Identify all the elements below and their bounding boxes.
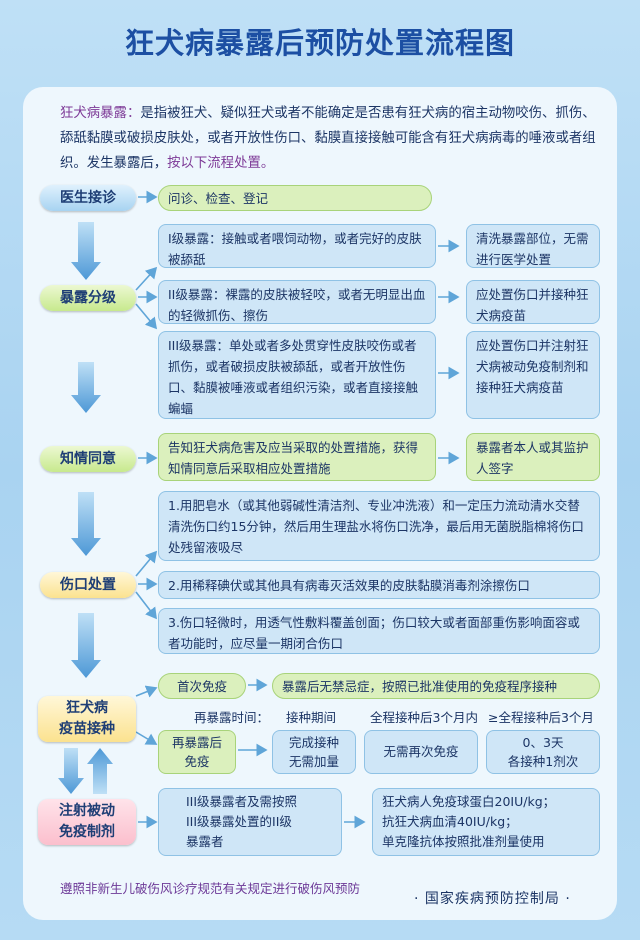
connector-arrow: [135, 685, 158, 698]
up-arrow-icon: [87, 748, 113, 794]
stage-vaccine-line1: 狂犬病: [66, 700, 108, 716]
stage-doctor: 医生接诊: [40, 185, 136, 211]
issuer-org: · 国家疾病预防控制局 ·: [414, 891, 571, 907]
re-dose-cell-3-line1: 0、3天: [522, 735, 564, 750]
grade-2-desc: II级暴露：裸露的皮肤被轻咬，或者无明显出血的轻微抓伤、擦伤: [158, 280, 436, 324]
wound-step-1: 1.用肥皂水（或其他弱碱性清洁剂、专业冲洗液）和一定压力流动清水交替清洗伤口约1…: [158, 491, 600, 561]
connector-arrow: [135, 591, 157, 620]
stage-passive-line1: 注射被动: [59, 803, 115, 819]
stage-vaccine: 狂犬病 疫苗接种: [38, 696, 136, 742]
down-arrow-icon: [71, 362, 101, 413]
interval-header-1: 接种期间: [286, 710, 337, 725]
stage-grading: 暴露分级: [40, 285, 136, 311]
connector-arrow: [135, 303, 158, 330]
grade-1-action: 清洗暴露部位，无需进行医学处置: [466, 224, 600, 268]
grade-1-desc: I级暴露：接触或者喂饲动物，或者完好的皮肤被舔舐: [158, 224, 436, 268]
passive-who: III级暴露者及需按照 III级暴露处置的II级 暴露者: [158, 788, 342, 856]
grade-3-action: 应处置伤口并注射狂犬病被动免疫制剂和接种狂犬病疫苗: [466, 331, 600, 419]
passive-who-line3: 暴露者: [186, 834, 224, 849]
stage-wound: 伤口处置: [40, 572, 136, 598]
re-dose-cell-3: 0、3天 各接种1剂次: [486, 730, 600, 774]
down-arrow-icon: [58, 748, 84, 794]
stage-passive: 注射被动 免疫制剂: [38, 799, 136, 845]
first-dose-box: 首次免疫: [158, 673, 246, 699]
intro-body: 是指被狂犬、疑似狂犬或者不能确定是否患有狂犬病的宿主动物咬伤、抓伤、舔舐黏膜或破…: [60, 106, 596, 171]
down-arrow-icon: [71, 613, 101, 678]
passive-who-line1: III级暴露者及需按照: [186, 794, 298, 809]
wound-step-3: 3.伤口轻微时，用透气性敷料覆盖创面；伤口较大或者面部重伤影响面容或者功能时，应…: [158, 608, 600, 654]
interval-header-3: ≥全程接种后3个月: [488, 710, 594, 725]
re-dose-box: 再暴露后 免疫: [158, 730, 236, 774]
consent-sign: 暴露者本人或其监护人签字: [466, 433, 600, 481]
re-exposure-label: 再暴露时间：: [194, 710, 270, 725]
connector-arrow: [135, 731, 158, 745]
interval-header-2: 全程接种后3个月内: [370, 710, 478, 725]
connector-arrow: [135, 550, 158, 577]
re-dose-cell-3-line2: 各接种1剂次: [507, 754, 579, 769]
passive-dose-line1: 狂犬病人免疫球蛋白20IU/kg；: [382, 794, 556, 809]
stage-passive-line2: 免疫制剂: [59, 824, 115, 840]
passive-dose-line2: 抗狂犬病血清40IU/kg；: [382, 814, 518, 829]
re-dose-cell-1-line1: 完成接种: [288, 735, 339, 750]
intro-term: 狂犬病暴露：: [60, 106, 141, 121]
tetanus-note: 遵照非新生儿破伤风诊疗规范有关规定进行破伤风预防: [60, 881, 361, 896]
stage-vaccine-line2: 疫苗接种: [59, 721, 115, 737]
re-dose-line1: 再暴露后: [171, 735, 222, 750]
connector-arrow: [135, 266, 158, 291]
page-title: 狂犬病暴露后预防处置流程图: [124, 26, 515, 60]
re-dose-cell-2: 无需再次免疫: [364, 730, 478, 774]
first-dose-note: 暴露后无禁忌症，按照已批准使用的免疫程序接种: [272, 673, 600, 699]
stage-consent: 知情同意: [40, 446, 136, 472]
re-dose-line2: 免疫: [184, 754, 210, 769]
intro-tail: 按以下流程处置。: [167, 156, 275, 171]
grade-2-action: 应处置伤口并接种狂犬病疫苗: [466, 280, 600, 324]
wound-step-2: 2.用稀释碘伏或其他具有病毒灭活效果的皮肤黏膜消毒剂涂擦伤口: [158, 571, 600, 599]
passive-who-line2: III级暴露处置的II级: [186, 814, 292, 829]
passive-dose-line3: 单克隆抗体按照批准剂量使用: [382, 834, 545, 849]
re-dose-cell-1: 完成接种 无需加量: [272, 730, 356, 774]
re-dose-cell-1-line2: 无需加量: [288, 754, 339, 769]
consent-step: 告知狂犬病危害及应当采取的处置措施，获得知情同意后采取相应处置措施: [158, 433, 436, 481]
passive-dose: 狂犬病人免疫球蛋白20IU/kg； 抗狂犬病血清40IU/kg； 单克隆抗体按照…: [372, 788, 600, 856]
down-arrow-icon: [71, 492, 101, 556]
intro-text: 狂犬病暴露：是指被狂犬、疑似狂犬或者不能确定是否患有狂犬病的宿主动物咬伤、抓伤、…: [60, 101, 600, 176]
down-arrow-icon: [71, 222, 101, 280]
grade-3-desc: III级暴露：单处或者多处贯穿性皮肤咬伤或者抓伤，或者破损皮肤被舔舐，或者开放性…: [158, 331, 436, 419]
doctor-step: 问诊、检查、登记: [158, 185, 432, 211]
